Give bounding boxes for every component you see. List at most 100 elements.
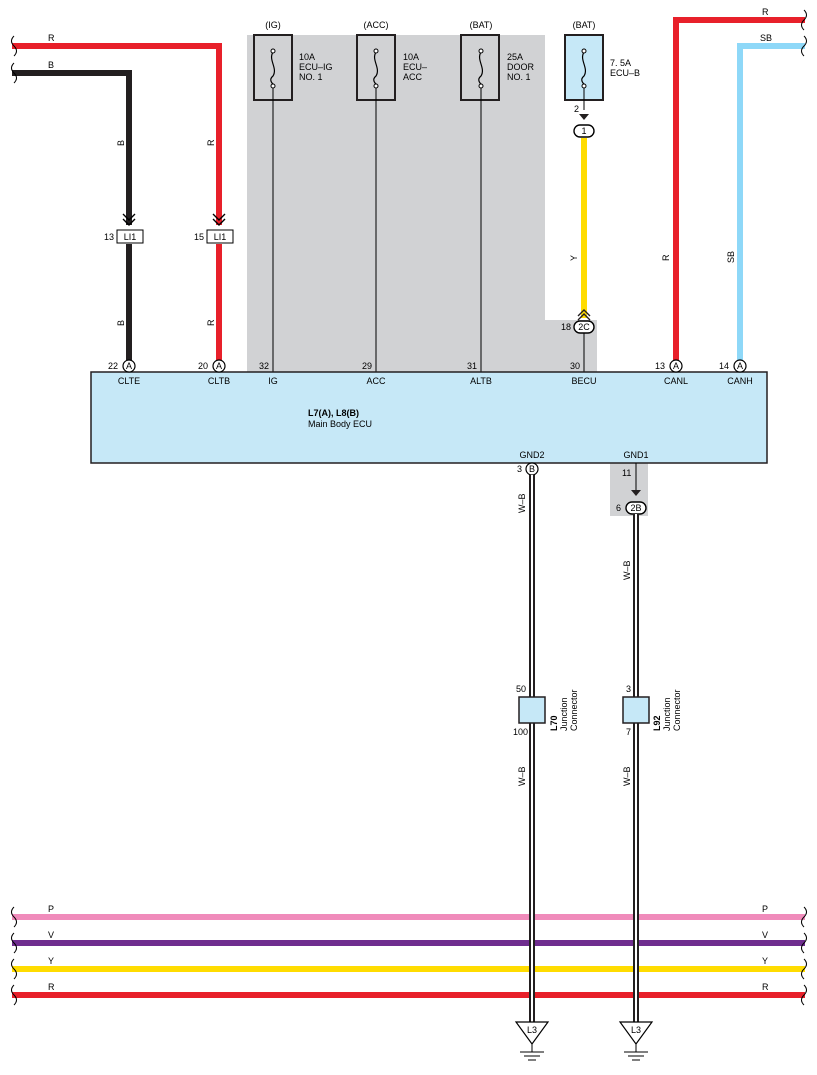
svg-text:A: A [673,361,679,371]
ground-icon: L3 [514,1021,550,1061]
break-mark [801,906,807,928]
wire-label-b: B [48,60,54,70]
svg-text:10A: 10A [403,52,419,62]
break-mark [11,958,17,980]
svg-text:100: 100 [513,727,528,737]
wire-label-r: R [661,254,671,261]
svg-text:A: A [216,361,222,371]
arrow-down-icon [579,114,589,120]
svg-text:ALTB: ALTB [470,376,492,386]
svg-text:31: 31 [467,361,477,371]
svg-text:(IG): (IG) [265,20,281,30]
terminal-canh: A 14 CANH [719,359,753,386]
break-mark [801,9,807,31]
wire-black-top-left [12,70,132,225]
bus-label-r-left: R [48,982,55,992]
ground-icon: L3 [618,1021,654,1061]
break-mark [11,906,17,928]
terminal-altb: 31 ALTB [467,361,492,386]
svg-text:B: B [529,464,535,474]
bus-label-v-left: V [48,930,54,940]
svg-text:BECU: BECU [571,376,596,386]
svg-text:NO. 1: NO. 1 [507,72,531,82]
svg-text:LI1: LI1 [214,232,227,242]
break-mark [11,35,17,57]
wire-label-sb: SB [760,33,772,43]
svg-text:(BAT): (BAT) [573,20,596,30]
svg-text:GND2: GND2 [519,450,544,460]
svg-text:NO. 1: NO. 1 [299,72,323,82]
wire-red-top-left [12,43,222,225]
svg-text:50: 50 [516,684,526,694]
arrow-up-icon [577,309,591,321]
svg-text:10A: 10A [299,52,315,62]
junction-connector-l70: 50 100 L70 Junction Connector [513,684,579,737]
svg-text:20: 20 [198,361,208,371]
terminal-ig: 32 IG [259,361,278,386]
fuse-area-shade [247,35,597,372]
svg-text:L92: L92 [652,715,662,731]
ecu-title: L7(A), L8(B) [308,408,359,418]
fuse-ecu-b: (BAT) 7. 5A ECU–B [564,20,640,101]
wire-label-wb: W–B [517,493,527,513]
connector-2b: 2B 6 [616,501,647,515]
wire-label-r: R [206,139,216,146]
svg-text:32: 32 [259,361,269,371]
break-mark [801,984,807,1006]
svg-text:A: A [737,361,743,371]
svg-text:(ACC): (ACC) [364,20,389,30]
svg-text:7. 5A: 7. 5A [610,58,631,68]
wire-label-b: B [116,140,126,146]
svg-text:Junction: Junction [662,697,672,731]
bus-label-y-left: Y [48,956,54,966]
svg-text:Junction: Junction [559,697,569,731]
svg-text:3: 3 [517,464,522,474]
terminal-acc: 29 ACC [362,361,386,386]
break-mark [801,958,807,980]
svg-text:LI1: LI1 [124,232,137,242]
pin-label: 2 [574,104,579,114]
bus-lines [12,914,805,998]
fuse-door-no1: (BAT) 25A DOOR NO. 1 [460,20,535,101]
break-mark [11,932,17,954]
terminal-clte: A 22 CLTE [108,359,140,386]
svg-text:13: 13 [655,361,665,371]
svg-text:2C: 2C [578,322,590,332]
svg-text:3: 3 [626,684,631,694]
svg-text:2B: 2B [630,503,641,513]
wire-label-y: Y [569,255,579,261]
svg-text:Connector: Connector [672,689,682,731]
svg-text:15: 15 [194,232,204,242]
svg-text:GND1: GND1 [623,450,648,460]
wire-label-wb: W–B [517,766,527,786]
svg-text:11: 11 [622,468,631,478]
svg-text:1: 1 [581,126,586,136]
terminal-becu: 30 BECU [570,361,597,386]
wire-label-wb: W–B [622,560,632,580]
bus-label-p-right: P [762,904,768,914]
svg-text:ECU–B: ECU–B [610,68,640,78]
svg-text:ECU–: ECU– [403,62,427,72]
svg-text:30: 30 [570,361,580,371]
terminal-canl: A 13 CANL [655,359,688,386]
svg-text:Connector: Connector [569,689,579,731]
svg-text:A: A [126,361,132,371]
svg-text:25A: 25A [507,52,523,62]
bus-label-p-left: P [48,904,54,914]
svg-text:ECU–IG: ECU–IG [299,62,333,72]
break-mark [11,62,17,84]
svg-text:IG: IG [268,376,278,386]
bus-label-r-right: R [762,982,769,992]
svg-text:L3: L3 [527,1025,537,1035]
main-body-ecu [90,371,768,464]
svg-text:29: 29 [362,361,372,371]
connector-li1-b: LI1 15 [194,213,234,244]
wire-skyblue-canh [737,43,805,360]
svg-text:14: 14 [719,361,729,371]
svg-text:L3: L3 [631,1025,641,1035]
break-mark [11,984,17,1006]
terminal-cltb: A 20 CLTB [198,359,230,386]
connector-2c: 2C 18 [561,320,595,334]
wire-label-wb: W–B [622,766,632,786]
wire-label-sb: SB [726,251,736,263]
